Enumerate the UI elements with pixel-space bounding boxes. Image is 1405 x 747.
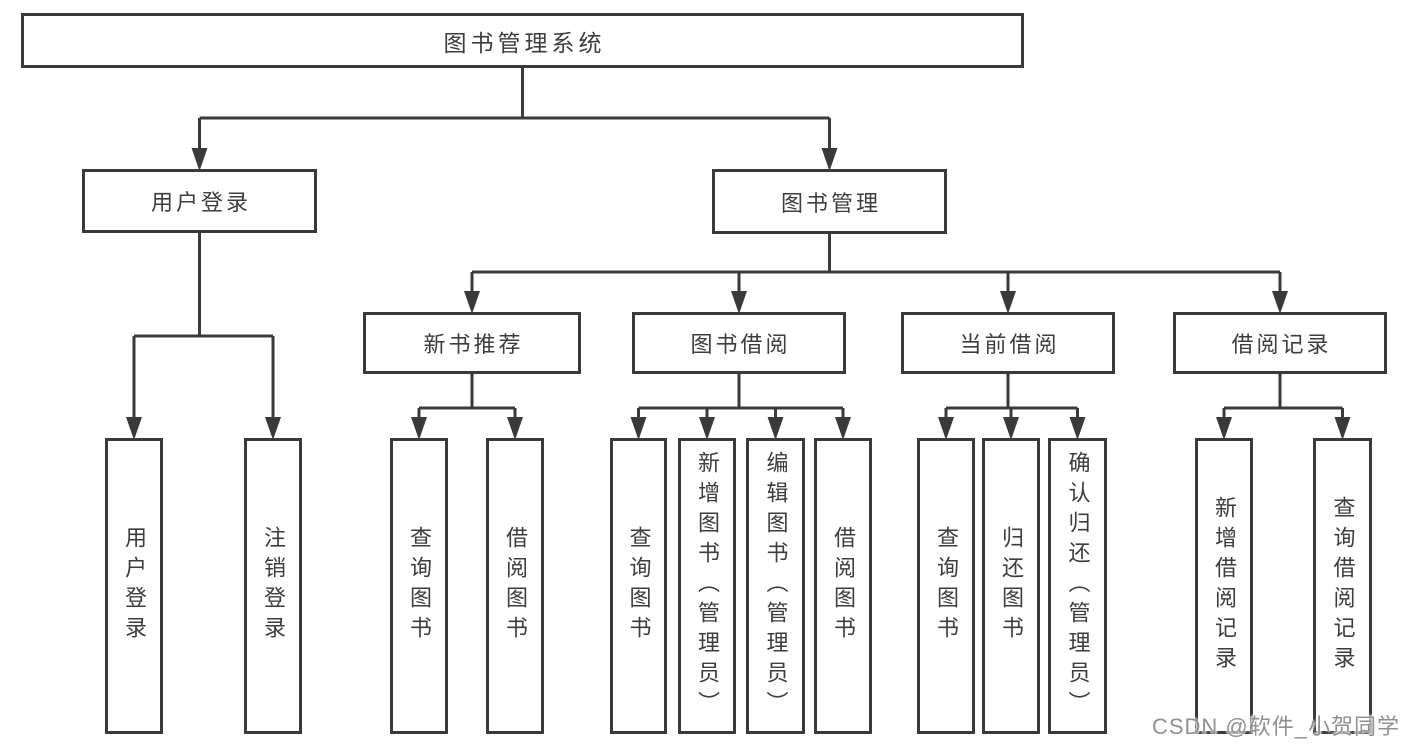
node-book-mgmt: 图书管理 (712, 169, 947, 234)
edge-user-login-branch (132, 231, 275, 422)
node-current-borrow: 当前借阅 (901, 312, 1115, 374)
node-label-leaf-edit-book: 编辑图书（管理员） (763, 451, 789, 721)
edge-new-book-rec (417, 372, 517, 422)
arrowhead-leaf-logout (265, 417, 281, 440)
arrowhead-borrow-records (1272, 291, 1288, 314)
node-user-login-branch: 用户登录 (82, 169, 317, 233)
node-leaf-query-book-1: 查询图书 (390, 438, 448, 734)
arrowhead-leaf-borrow-book-1 (507, 417, 523, 440)
edge-book-borrow (637, 372, 845, 422)
node-root: 图书管理系统 (21, 13, 1024, 68)
node-leaf-query-book-3: 查询图书 (917, 438, 975, 734)
arrowhead-leaf-query-book-2 (630, 417, 647, 440)
node-leaf-edit-book: 编辑图书（管理员） (746, 438, 805, 734)
arrowhead-leaf-add-borrow-record (1216, 417, 1232, 440)
node-leaf-add-borrow-record: 新增借阅记录 (1195, 438, 1253, 734)
node-label-user-login-branch: 用户登录 (150, 190, 251, 215)
node-label-leaf-add-book: 新增图书（管理员） (695, 451, 720, 721)
edge-borrow-records (1222, 372, 1344, 422)
arrowhead-leaf-query-book-3 (938, 417, 954, 440)
node-label-leaf-query-book-1: 查询图书 (407, 526, 432, 646)
arrowhead-book-borrow (731, 291, 747, 314)
arrowhead-leaf-confirm-return (1069, 417, 1086, 440)
node-leaf-return-book: 归还图书 (982, 438, 1040, 734)
node-label-leaf-confirm-return: 确认归还（管理员） (1065, 451, 1091, 721)
edge-book-mgmt (470, 232, 1282, 296)
arrowhead-leaf-query-borrow-record (1334, 417, 1351, 440)
node-label-leaf-add-borrow-record: 新增借阅记录 (1212, 496, 1237, 676)
node-label-leaf-user-login: 用户登录 (122, 526, 147, 646)
node-label-book-mgmt: 图书管理 (780, 190, 881, 216)
node-label-leaf-return-book: 归还图书 (999, 526, 1024, 646)
node-label-book-borrow: 图书借阅 (690, 332, 791, 357)
node-label-leaf-query-book-2: 查询图书 (626, 526, 652, 646)
node-book-borrow: 图书借阅 (632, 312, 846, 374)
node-new-book-rec: 新书推荐 (363, 312, 581, 374)
arrowhead-current-borrow (1000, 291, 1016, 314)
edge-current-borrow (944, 372, 1079, 422)
node-label-current-borrow: 当前借阅 (959, 332, 1060, 357)
node-leaf-query-book-2: 查询图书 (610, 438, 667, 734)
arrowhead-leaf-edit-book (767, 417, 784, 440)
arrowhead-leaf-query-book-1 (411, 417, 427, 440)
node-label-root: 图书管理系统 (443, 29, 606, 56)
node-leaf-add-book: 新增图书（管理员） (678, 438, 736, 734)
node-leaf-confirm-return: 确认归还（管理员） (1048, 438, 1107, 734)
arrowhead-book-mgmt (821, 148, 838, 171)
arrowhead-leaf-borrow-book-2 (835, 417, 851, 440)
node-leaf-borrow-book-1: 借阅图书 (486, 438, 544, 734)
edge-root (198, 66, 831, 153)
arrowhead-leaf-add-book (699, 417, 715, 440)
arrowhead-new-book-rec (464, 291, 480, 314)
node-leaf-borrow-book-2: 借阅图书 (814, 438, 872, 734)
node-label-leaf-borrow-book-2: 借阅图书 (831, 526, 856, 646)
node-label-new-book-rec: 新书推荐 (423, 332, 524, 357)
node-label-borrow-records: 借阅记录 (1231, 332, 1332, 357)
arrowhead-user-login-branch (191, 148, 208, 171)
node-label-leaf-logout: 注销登录 (261, 526, 286, 646)
node-leaf-query-borrow-record: 查询借阅记录 (1313, 438, 1372, 734)
arrowhead-leaf-user-login (126, 417, 142, 440)
node-leaf-user-login: 用户登录 (105, 438, 163, 734)
node-label-leaf-query-book-3: 查询图书 (934, 526, 959, 646)
arrowhead-leaf-return-book (1003, 417, 1019, 440)
node-borrow-records: 借阅记录 (1173, 312, 1387, 374)
node-leaf-logout: 注销登录 (244, 438, 302, 734)
node-label-leaf-query-borrow-record: 查询借阅记录 (1330, 496, 1356, 676)
node-label-leaf-borrow-book-1: 借阅图书 (503, 526, 528, 646)
watermark: CSDN @软件_小贺同学 (1151, 714, 1400, 739)
